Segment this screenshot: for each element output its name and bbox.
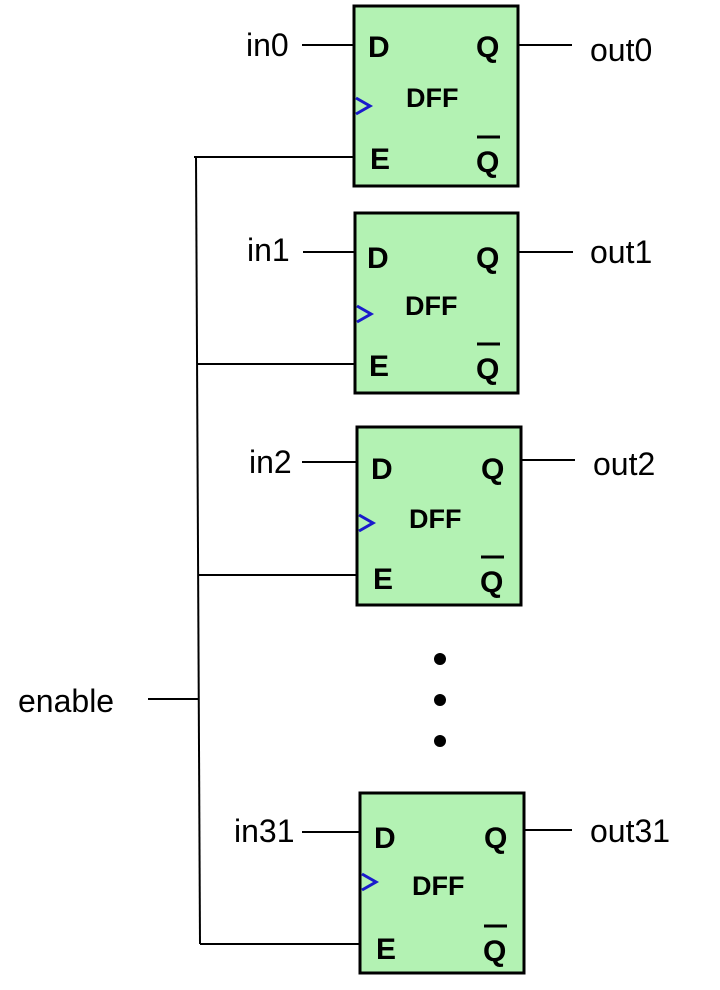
- pin-q-label: Q: [476, 31, 499, 64]
- ellipsis-dot: [434, 694, 446, 706]
- input-label: in0: [246, 27, 289, 63]
- pin-q-label: Q: [484, 822, 507, 855]
- dff-block-31: in31 out31 D Q DFF E Q: [200, 791, 670, 975]
- dff-box: [353, 211, 520, 395]
- output-label: out0: [590, 32, 652, 68]
- dff-title: DFF: [412, 871, 464, 901]
- pin-e-label: E: [370, 143, 390, 176]
- pin-e-label: E: [376, 933, 396, 966]
- dff-box: [355, 425, 523, 607]
- input-label: in1: [247, 232, 290, 268]
- input-label: in2: [249, 444, 292, 480]
- pin-d-label: D: [368, 31, 390, 64]
- pin-e-label: E: [373, 563, 393, 596]
- dff-block-2: in2 out2 D Q DFF E Q: [198, 425, 655, 607]
- dff-title: DFF: [406, 83, 458, 113]
- pin-d-label: D: [367, 242, 389, 275]
- clock-input-icon: [361, 872, 380, 892]
- ellipsis-dot: [434, 735, 446, 747]
- dff-box: [352, 4, 520, 188]
- dff-title: DFF: [405, 291, 457, 321]
- pin-qbar-label: Q: [476, 146, 499, 179]
- dff-title: DFF: [409, 504, 461, 534]
- pin-d-label: D: [371, 453, 393, 486]
- output-label: out2: [593, 446, 655, 482]
- enable-label: enable: [18, 683, 114, 719]
- output-label: out1: [590, 234, 652, 270]
- pin-qbar-label: Q: [483, 935, 506, 968]
- dff-box: [358, 791, 526, 975]
- pin-qbar-label: Q: [476, 353, 499, 386]
- enable-bus-vertical: [195, 156, 201, 945]
- ellipsis-dot: [434, 653, 446, 665]
- dff-block-0: in0 out0 D Q DFF E Q: [194, 4, 652, 188]
- pin-q-label: Q: [476, 242, 499, 275]
- input-label: in31: [234, 813, 295, 849]
- clock-input-icon: [358, 513, 377, 533]
- pin-d-label: D: [374, 822, 396, 855]
- pin-qbar-label: Q: [480, 566, 503, 599]
- output-label: out31: [590, 813, 670, 849]
- clock-input-icon: [356, 304, 375, 324]
- dff-block-1: in1 out1 D Q DFF E Q: [197, 211, 652, 395]
- clock-input-icon: [355, 96, 374, 116]
- pin-q-label: Q: [481, 453, 504, 486]
- pin-e-label: E: [369, 350, 389, 383]
